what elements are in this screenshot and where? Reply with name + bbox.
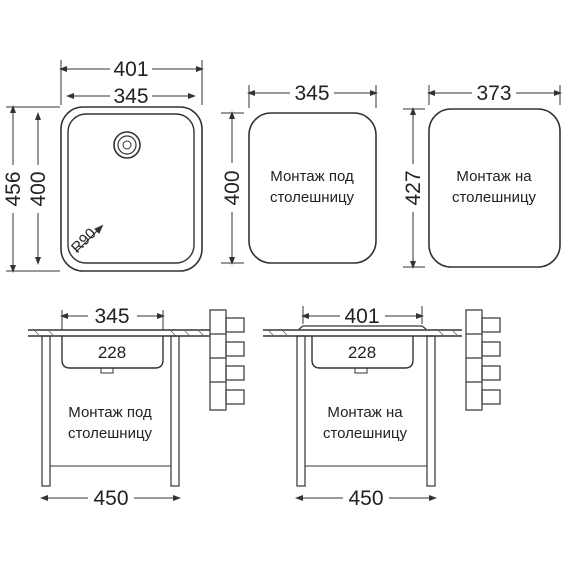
side-over-label-1: Монтаж на (327, 404, 403, 421)
over-counter-cutout (428, 108, 561, 268)
cabinet-left-wall (41, 335, 51, 487)
under-counter-label-1: Монтаж под (270, 168, 354, 185)
side-under-label-2: столешницу (68, 425, 153, 442)
cabinet-left-wall (296, 335, 306, 487)
cabinet-width-dim: 450 (93, 487, 128, 510)
depth-dim: 228 (348, 343, 376, 362)
width-outer-dim: 401 (113, 58, 148, 81)
under-counter-top-view: 345 400 Монтаж под столешницу (221, 82, 378, 265)
under-counter-height-dim: 400 (221, 170, 244, 205)
main-sink-top-view: R90 401 345 456 400 (2, 58, 204, 273)
over-counter-top-view: 373 427 Монтаж на столешницу (402, 82, 562, 269)
cabinet-right-wall (170, 335, 180, 487)
side-over-label-2: столешницу (323, 425, 408, 442)
top-width-dim: 401 (344, 305, 379, 328)
over-counter-label-2: столешницу (452, 189, 537, 206)
over-counter-width-dim: 373 (476, 82, 511, 105)
side-under-label-1: Монтаж под (68, 404, 152, 421)
under-counter-label-2: столешницу (270, 189, 355, 206)
drain-icon (113, 131, 141, 159)
sink-outer-rim (60, 106, 203, 272)
side-view-over-counter: 228 401 450 Монтаж на столешницу (263, 305, 501, 510)
under-counter-width-dim: 345 (294, 82, 329, 105)
top-width-dim: 345 (94, 305, 129, 328)
wall-blocks (209, 309, 245, 411)
depth-dim: 228 (98, 343, 126, 362)
cabinet-width-dim: 450 (348, 487, 383, 510)
drain-icon (100, 367, 114, 374)
over-counter-height-dim: 427 (402, 170, 425, 205)
width-inner-dim: 345 (113, 85, 148, 108)
sink-bowl (67, 113, 195, 264)
drain-icon (354, 367, 368, 374)
cabinet-right-wall (426, 335, 436, 487)
over-counter-label-1: Монтаж на (456, 168, 532, 185)
sink-flange (298, 325, 427, 330)
wall-blocks (465, 309, 501, 411)
height-outer-dim: 456 (2, 171, 25, 206)
side-view-under-counter: 228 345 450 Монтаж под столешницу (28, 305, 245, 510)
radius-label: R90 (68, 225, 99, 256)
under-counter-cutout (248, 112, 377, 264)
height-inner-dim: 400 (27, 171, 50, 206)
